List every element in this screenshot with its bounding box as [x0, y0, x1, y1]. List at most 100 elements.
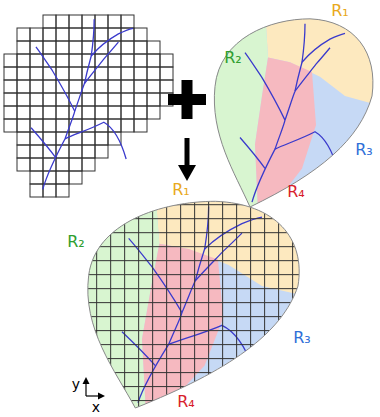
- grid-cell: [43, 15, 56, 28]
- grid-cell: [56, 184, 69, 197]
- grid-cell: [134, 119, 147, 132]
- grid-cell: [17, 106, 30, 119]
- grid-line: [82, 185, 83, 417]
- grid-cell: [160, 54, 173, 67]
- grid-cell: [69, 158, 82, 171]
- grid-cell: [30, 28, 43, 41]
- grid-cell: [108, 119, 121, 132]
- grid-cell: [134, 41, 147, 54]
- grid-line: [236, 185, 237, 417]
- grid-cell: [95, 145, 108, 158]
- grid-cell: [4, 80, 17, 93]
- river-network: [31, 19, 133, 189]
- region-label: R₂: [224, 50, 242, 66]
- grid-line: [69, 204, 322, 205]
- region-label: R₃: [355, 142, 373, 158]
- grid-cell: [95, 132, 108, 145]
- grid-line: [264, 185, 265, 417]
- grid-line: [69, 246, 322, 247]
- grid-cell: [43, 184, 56, 197]
- region-label: R₂: [67, 234, 85, 250]
- grid-cell: [121, 41, 134, 54]
- grid-line: [69, 218, 322, 219]
- grid-cell: [134, 93, 147, 106]
- grid-line: [306, 185, 307, 417]
- grid-cell: [108, 132, 121, 145]
- region-label: R₁: [172, 182, 190, 198]
- grid-cell: [43, 41, 56, 54]
- grid-line: [69, 288, 322, 289]
- grid-cell: [108, 93, 121, 106]
- grid-cell: [4, 67, 17, 80]
- grid-cell: [17, 93, 30, 106]
- grid-line: [124, 185, 125, 417]
- grid-cell: [82, 119, 95, 132]
- axis-label: x: [92, 400, 100, 414]
- grid-cell: [69, 80, 82, 93]
- grid-line: [250, 185, 251, 417]
- grid-line: [69, 232, 322, 233]
- grid-cell: [56, 15, 69, 28]
- grid-cell: [56, 106, 69, 119]
- grid-cell: [4, 93, 17, 106]
- grid-line: [69, 330, 322, 331]
- grid-cell: [30, 93, 43, 106]
- grid-cell: [95, 80, 108, 93]
- grid-cell: [43, 119, 56, 132]
- grid-cell: [134, 80, 147, 93]
- grid-cell: [56, 67, 69, 80]
- grid-cell: [147, 106, 160, 119]
- grid-line: [110, 185, 111, 417]
- grid-cell: [69, 67, 82, 80]
- grid-cell: [95, 106, 108, 119]
- grid-cell: [82, 15, 95, 28]
- grid-cell: [56, 54, 69, 67]
- grid-cell: [69, 41, 82, 54]
- grid-cell: [30, 171, 43, 184]
- grid-line: [222, 185, 223, 417]
- grid-cell: [30, 184, 43, 197]
- grid-line: [166, 185, 167, 417]
- region-label: R₄: [177, 394, 195, 410]
- grid-cell: [69, 145, 82, 158]
- grid-cell: [121, 67, 134, 80]
- grid-cell: [95, 67, 108, 80]
- grid-cell: [108, 67, 121, 80]
- grid-cell: [17, 132, 30, 145]
- grid-cell: [43, 28, 56, 41]
- grid-cell: [147, 41, 160, 54]
- grid-cell: [17, 80, 30, 93]
- grid-cell: [147, 67, 160, 80]
- grid-cell: [17, 145, 30, 158]
- grid-line: [278, 185, 279, 417]
- grid-cell: [121, 15, 134, 28]
- grid: [4, 15, 173, 197]
- grid-line: [69, 414, 322, 415]
- grid-cell: [56, 158, 69, 171]
- grid-cell: [121, 106, 134, 119]
- grid-line: [96, 185, 97, 417]
- grid-cell: [17, 158, 30, 171]
- grid-cell: [30, 119, 43, 132]
- grid-line: [152, 185, 153, 417]
- axis-label: y: [72, 377, 80, 391]
- grid-cell: [108, 106, 121, 119]
- grid-line: [69, 260, 322, 261]
- grid-line: [69, 274, 322, 275]
- grid-line: [138, 185, 139, 417]
- grid-cell: [160, 67, 173, 80]
- grid-cell: [17, 28, 30, 41]
- grid-cell: [56, 28, 69, 41]
- grid-cell: [134, 28, 147, 41]
- grid-cell: [56, 80, 69, 93]
- grid-cell: [95, 28, 108, 41]
- grid-cell: [95, 93, 108, 106]
- grid-line: [69, 190, 322, 191]
- grid-cell: [30, 106, 43, 119]
- grid-cell: [30, 54, 43, 67]
- grid-cell: [4, 119, 17, 132]
- grid-cell: [108, 80, 121, 93]
- grid-cell: [69, 171, 82, 184]
- grid-cell: [30, 145, 43, 158]
- grid-cell: [108, 54, 121, 67]
